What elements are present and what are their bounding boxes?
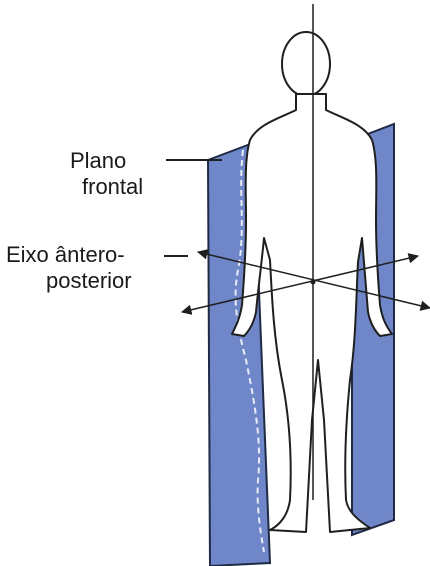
frontal-plane-label-line-2: frontal xyxy=(82,174,143,200)
head xyxy=(282,32,330,96)
anteroposterior-axis-label-line-1: Eixo ântero- xyxy=(6,242,125,268)
anteroposterior-axis-label-line-2: posterior xyxy=(46,268,132,294)
frontal-plane-label-line-1: Plano xyxy=(70,148,126,174)
